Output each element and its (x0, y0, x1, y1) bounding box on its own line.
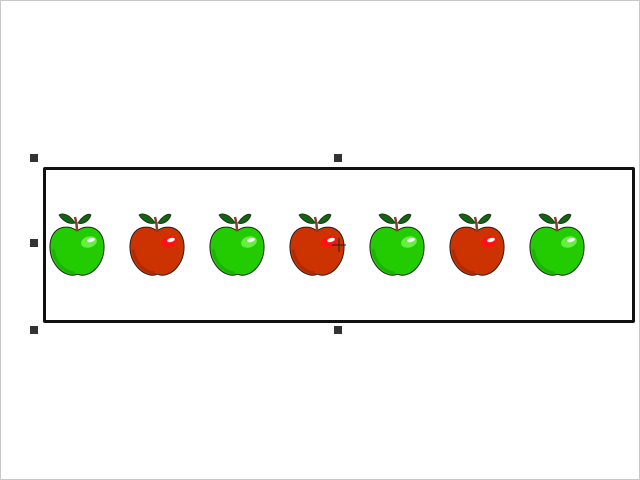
green-apple-icon (207, 209, 267, 281)
crosshair-cursor-icon (332, 238, 346, 252)
red-apple-icon (287, 209, 347, 281)
resize-handle-top-center[interactable] (334, 154, 342, 162)
red-apple-icon (447, 209, 507, 281)
resize-handle-middle-left[interactable] (30, 239, 38, 247)
green-apple-icon (527, 209, 587, 281)
resize-handle-top-left[interactable] (30, 154, 38, 162)
green-apple-icon (367, 209, 427, 281)
resize-handle-bottom-center[interactable] (334, 326, 342, 334)
red-apple-icon (127, 209, 187, 281)
green-apple-icon (47, 209, 107, 281)
resize-handle-bottom-left[interactable] (30, 326, 38, 334)
